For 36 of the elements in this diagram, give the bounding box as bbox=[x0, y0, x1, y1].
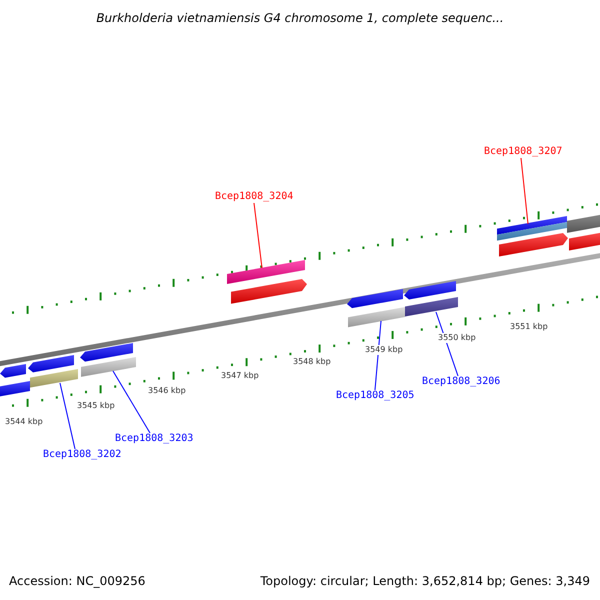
gene-bar bbox=[567, 214, 600, 233]
gene-bar bbox=[569, 232, 600, 250]
gene-bar bbox=[30, 369, 78, 388]
gene-label: Bcep1808_3206 bbox=[422, 376, 500, 388]
gene-label: Bcep1808_3204 bbox=[215, 191, 294, 203]
scale-label: 3549 kbp bbox=[365, 345, 403, 355]
gene-bar bbox=[347, 288, 403, 308]
gene-label: Bcep1808_3205 bbox=[336, 390, 414, 402]
leader-line bbox=[254, 202, 262, 268]
gene-bar bbox=[28, 354, 74, 372]
gene-bar bbox=[231, 279, 307, 304]
scale-label: 3550 kbp bbox=[438, 333, 476, 343]
gene-bar bbox=[348, 306, 405, 327]
leader-line bbox=[112, 370, 150, 434]
footer-text: Topology: circular; Length: 3,652,814 bp; Genes: 3,349 bbox=[260, 574, 590, 588]
leader-line bbox=[60, 382, 76, 450]
gene-bar bbox=[405, 297, 458, 317]
gene-label: Bcep1808_3203 bbox=[115, 433, 194, 445]
gene-bar bbox=[0, 364, 26, 378]
gene-label: Bcep1808_3207 bbox=[484, 146, 562, 158]
scale-label: 3544 kbp bbox=[5, 417, 43, 427]
leader-line bbox=[520, 158, 528, 224]
gene-label: Bcep1808_3202 bbox=[43, 449, 122, 461]
title: Burkholderia vietnamiensis G4 chromosome 1, complete sequenc... bbox=[96, 11, 504, 25]
gene-bar bbox=[80, 343, 133, 362]
scale-label: 3551 kbp bbox=[510, 322, 548, 332]
gene-bar bbox=[0, 380, 30, 396]
scale-label: 3546 kbp bbox=[148, 386, 186, 396]
gene-bar bbox=[227, 260, 305, 284]
scale-label: 3548 kbp bbox=[293, 357, 331, 367]
scale-label: 3545 kbp bbox=[77, 401, 115, 411]
scale-label: 3547 kbp bbox=[221, 371, 259, 381]
footer-text: Accession: NC_009256 bbox=[9, 574, 146, 588]
gene-bar bbox=[404, 280, 456, 300]
leader-line bbox=[374, 320, 382, 390]
gene-bar bbox=[81, 357, 136, 377]
